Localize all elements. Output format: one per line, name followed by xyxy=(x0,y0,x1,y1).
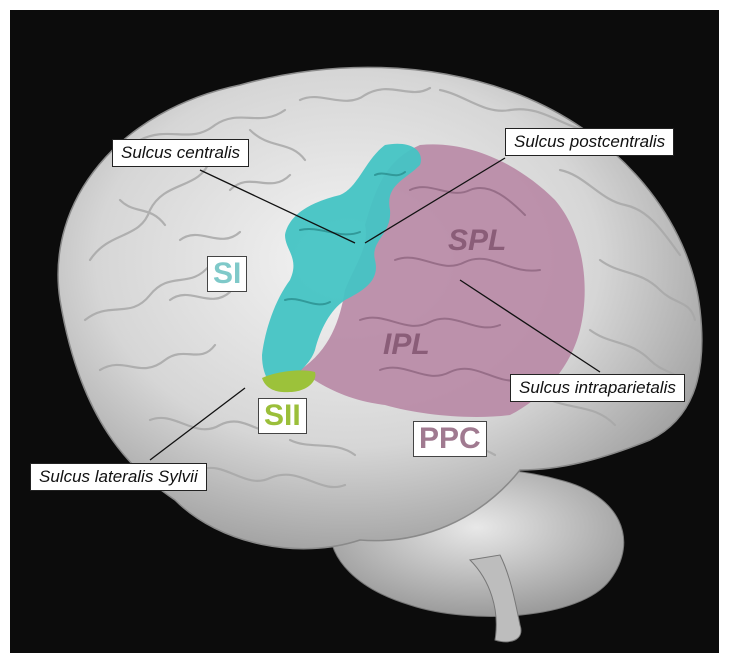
label-sulcus-lateralis: Sulcus lateralis Sylvii xyxy=(30,463,207,491)
text-spl: SPL xyxy=(448,224,506,258)
tag-sii: SII xyxy=(258,398,307,434)
tag-si: SI xyxy=(207,256,247,292)
label-sulcus-postcentralis: Sulcus postcentralis xyxy=(505,128,674,156)
label-sulcus-intraparietalis: Sulcus intraparietalis xyxy=(510,374,685,402)
tag-ppc: PPC xyxy=(413,421,487,457)
label-sulcus-centralis: Sulcus centralis xyxy=(112,139,249,167)
text-ipl: IPL xyxy=(383,328,430,362)
